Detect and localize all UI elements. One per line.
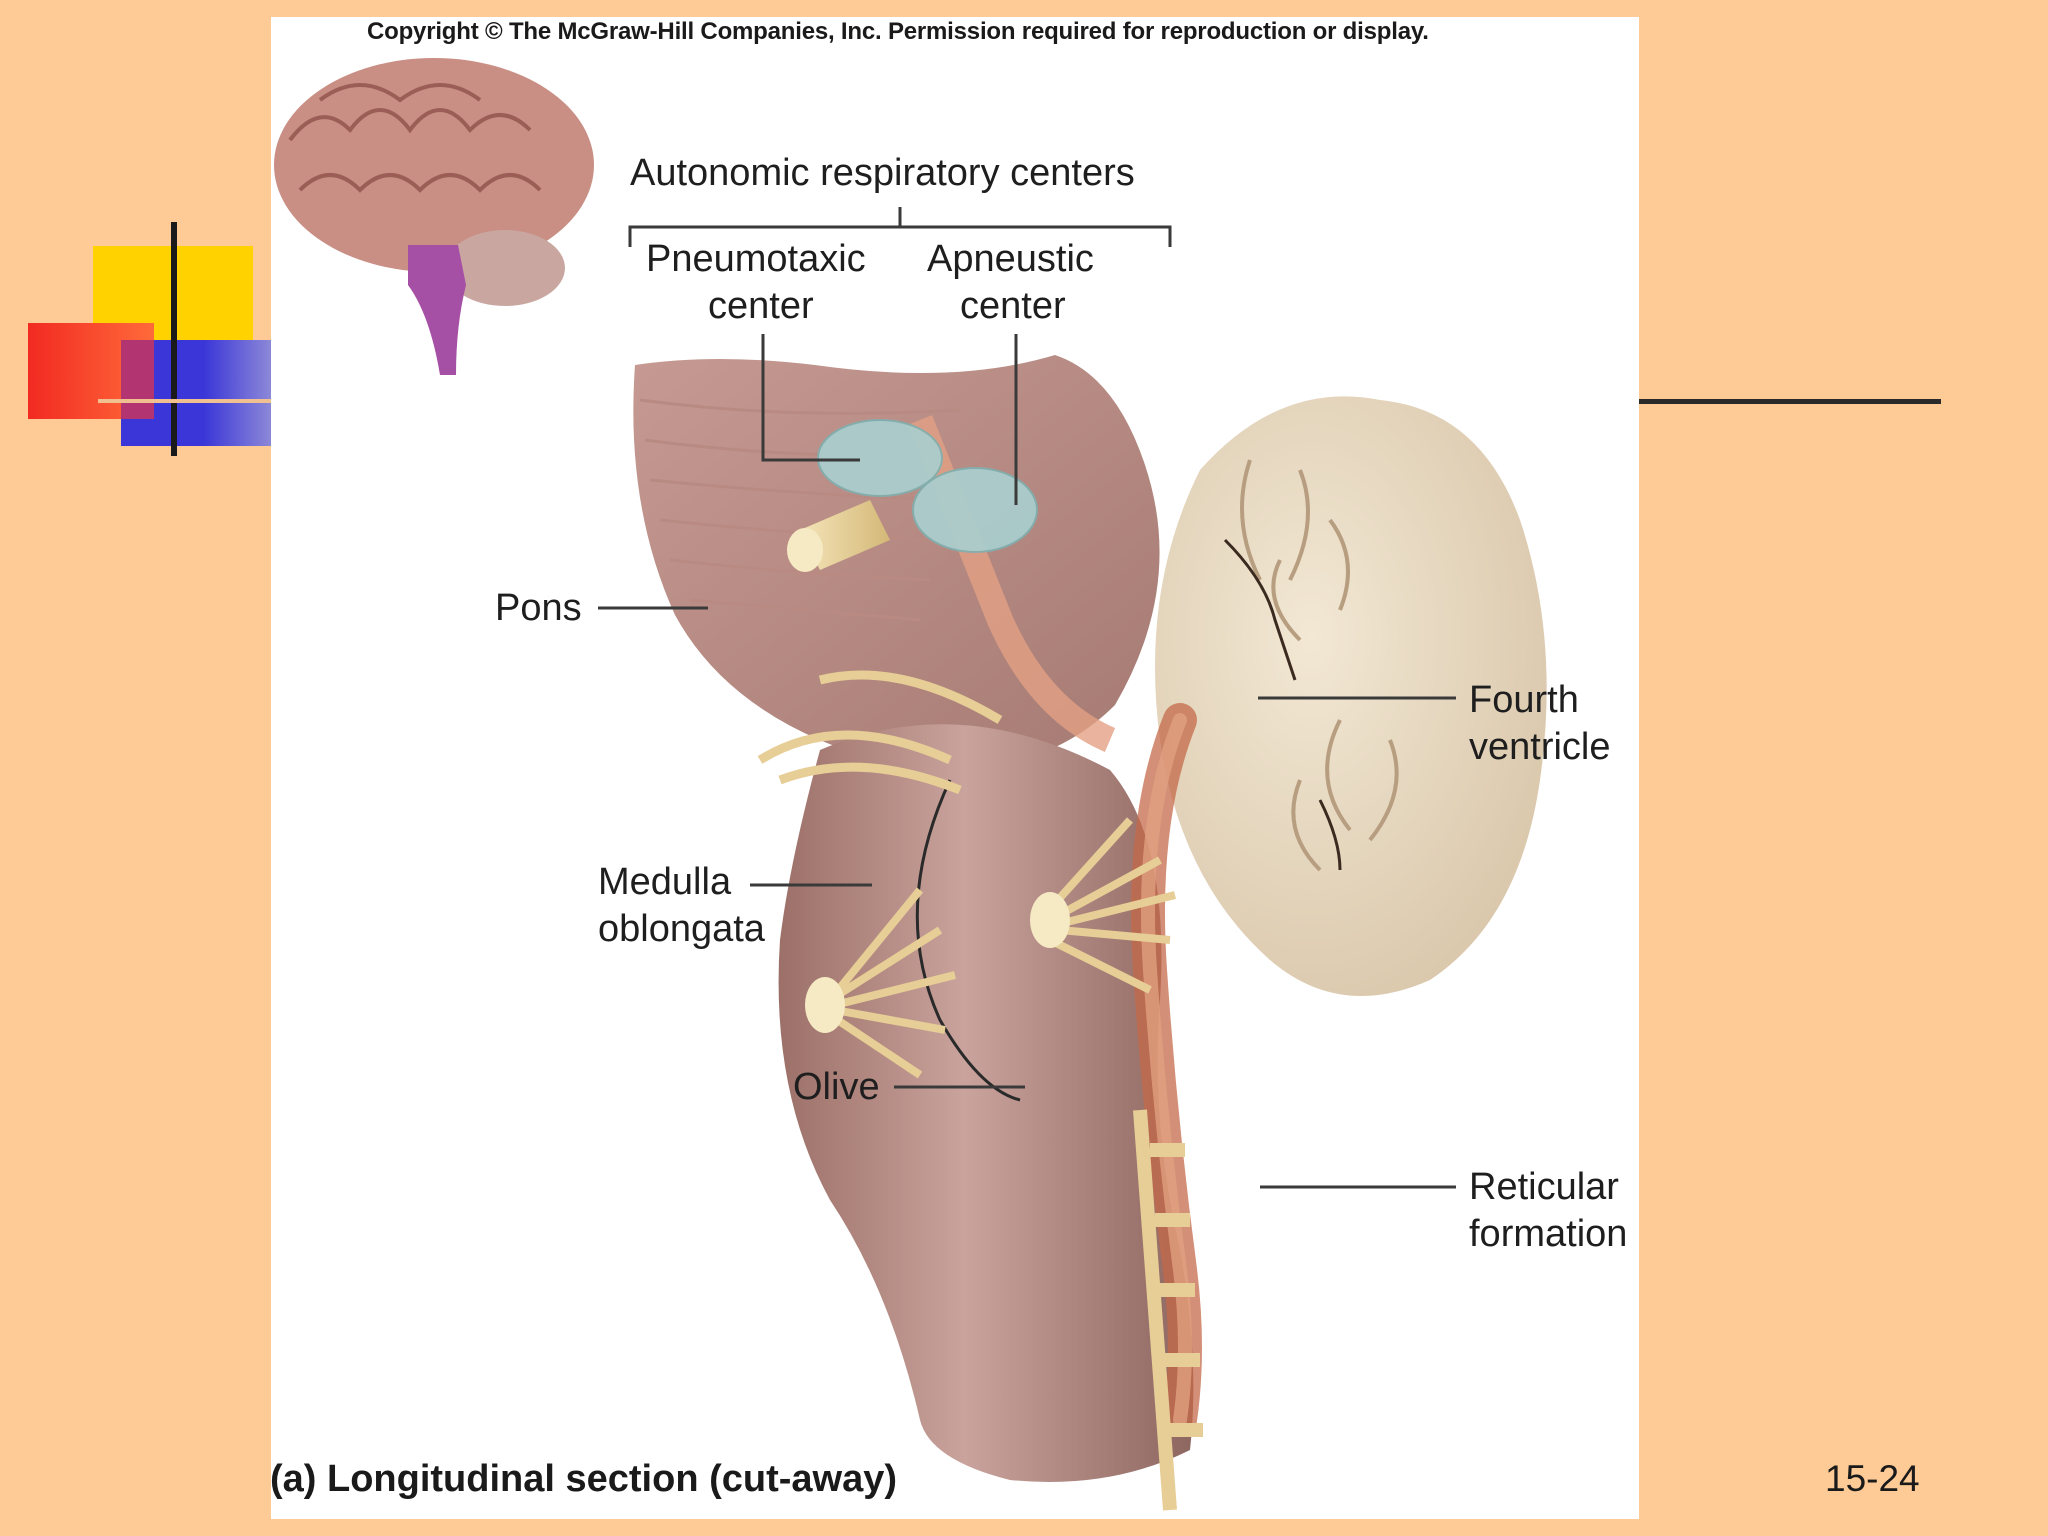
label-medulla-line1: Medulla [598, 861, 732, 903]
deco-vertical-line [171, 222, 177, 456]
label-autonomic-respiratory-centers: Autonomic respiratory centers [630, 152, 1135, 194]
label-pneumotaxic-line1: Pneumotaxic [646, 238, 866, 280]
respiratory-centers [817, 419, 1038, 553]
deco-horizontal-bar [98, 399, 271, 403]
olive-outline [915, 779, 1021, 1102]
label-fourth-ventricle-line2: ventricle [1469, 726, 1611, 768]
figure-caption: (a) Longitudinal section (cut-away) [270, 1458, 898, 1500]
label-medulla-line2: oblongata [598, 908, 765, 950]
cerebellum [1155, 396, 1547, 996]
label-apneustic-line1: Apneustic [927, 238, 1094, 280]
slide-number: 15-24 [1825, 1458, 1920, 1499]
cranial-nerves [757, 500, 1203, 1511]
label-pons: Pons [495, 587, 582, 629]
leader-lines [598, 207, 1456, 1189]
brain-icon [274, 58, 594, 375]
label-olive: Olive [793, 1066, 880, 1108]
label-pneumotaxic-line2: center [708, 285, 814, 327]
label-reticular-line2: formation [1469, 1213, 1628, 1255]
copyright-notice: Copyright © The McGraw-Hill Companies, I… [367, 18, 1429, 45]
deco-right-rule [1639, 399, 1941, 404]
label-reticular-line1: Reticular [1469, 1166, 1619, 1208]
label-fourth-ventricle-line1: Fourth [1469, 679, 1579, 721]
label-apneustic-line2: center [960, 285, 1066, 327]
pons [633, 355, 1160, 769]
deco-blue-red-overlap [121, 340, 154, 419]
